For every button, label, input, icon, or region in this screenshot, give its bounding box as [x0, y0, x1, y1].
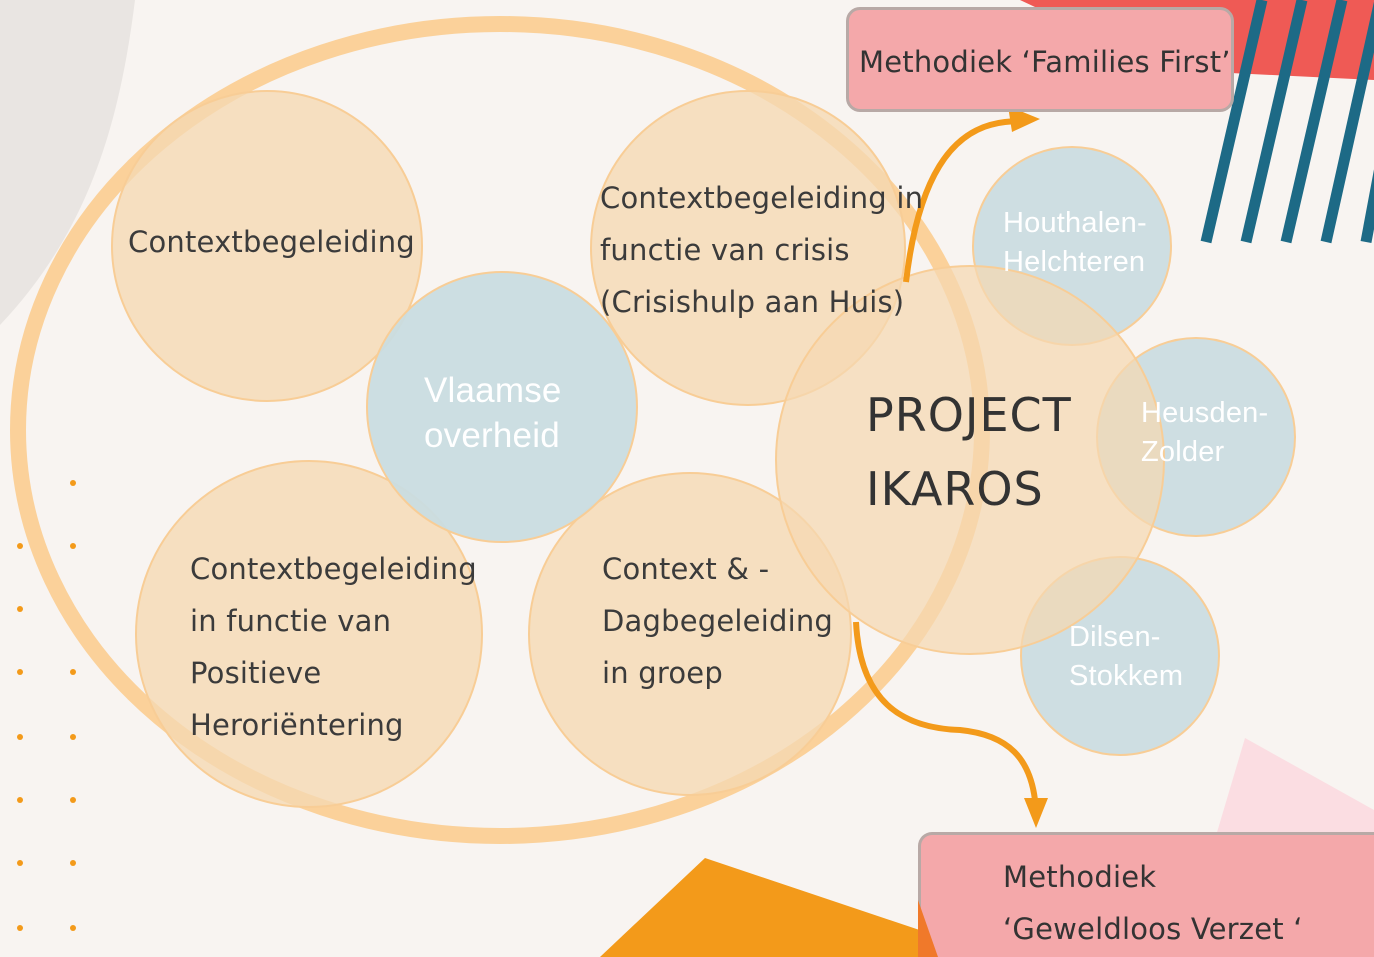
dag-line-1: Context & - [602, 552, 770, 586]
dilsen-line-1: Dilsen- [1069, 621, 1161, 653]
circle-crisis [590, 90, 906, 406]
positive-line-3: Positieve [190, 656, 322, 690]
houthalen-line-2: Helchteren [1003, 246, 1146, 278]
crisis-line-1: Contextbegeleiding in [600, 181, 924, 215]
label-heusden: Heusden- Zolder [1141, 394, 1268, 472]
label-positive: Contextbegeleiding in functie van Positi… [190, 543, 477, 751]
dag-line-3: in groep [602, 656, 723, 690]
houthalen-line-1: Houthalen- [1003, 207, 1147, 239]
arrow-to-geweldloos [853, 621, 1038, 801]
box-families-first: Methodiek ‘Families First’ [846, 7, 1234, 112]
arrowhead-up [1008, 106, 1040, 132]
label-families-first: Methodiek ‘Families First’ [859, 45, 1231, 79]
geweldloos-line-2: ‘Geweldloos Verzet ‘ [1003, 912, 1303, 946]
label-dilsen: Dilsen- Stokkem [1069, 618, 1183, 696]
positive-line-4: Heroriëntering [190, 708, 404, 742]
project-line-2: IKAROS [866, 462, 1044, 516]
circle-contextbegeleiding [111, 90, 423, 402]
label-dagbegeleiding: Context & - Dagbegeleiding in groep [602, 543, 833, 699]
arrowhead-down [1024, 798, 1048, 828]
label-project-ikaros: PROJECT IKAROS [866, 378, 1072, 526]
label-houthalen: Houthalen- Helchteren [1003, 204, 1147, 282]
circle-vlaamse-overheid [366, 271, 638, 543]
circle-project-ikaros [775, 265, 1165, 655]
heusden-line-1: Heusden- [1141, 397, 1269, 429]
label-crisis: Contextbegeleiding in functie van crisis… [600, 172, 923, 328]
circle-dagbegeleiding [528, 472, 852, 796]
grey-curve-shape [0, 0, 135, 325]
arrow-to-families-first [903, 118, 1017, 283]
orange-corner-overlap [918, 900, 938, 957]
label-geweldloos: Methodiek ‘Geweldloos Verzet ‘ [1003, 851, 1303, 955]
positive-line-2: in functie van [190, 604, 392, 638]
geweldloos-line-1: Methodiek [1003, 860, 1157, 894]
positive-line-1: Contextbegeleiding [190, 552, 477, 586]
vlaamse-line-2: overheid [424, 416, 560, 455]
box-geweldloos: Methodiek ‘Geweldloos Verzet ‘ [918, 832, 1374, 957]
crisis-line-2: functie van crisis [600, 233, 850, 267]
orange-triangle-shape [600, 858, 1000, 957]
dag-line-2: Dagbegeleiding [602, 604, 834, 638]
arrows [853, 118, 1038, 801]
label-vlaamse-overheid: Vlaamse overheid [424, 368, 562, 458]
dilsen-line-2: Stokkem [1069, 660, 1184, 692]
teal-stripes-decoration [1200, 0, 1374, 244]
vlaamse-line-1: Vlaamse [424, 371, 562, 410]
project-line-1: PROJECT [866, 388, 1072, 442]
circle-positive [135, 460, 483, 808]
crisis-line-3: (Crisishulp aan Huis) [600, 285, 905, 319]
heusden-line-2: Zolder [1141, 436, 1225, 468]
label-contextbegeleiding: Contextbegeleiding [128, 225, 415, 259]
